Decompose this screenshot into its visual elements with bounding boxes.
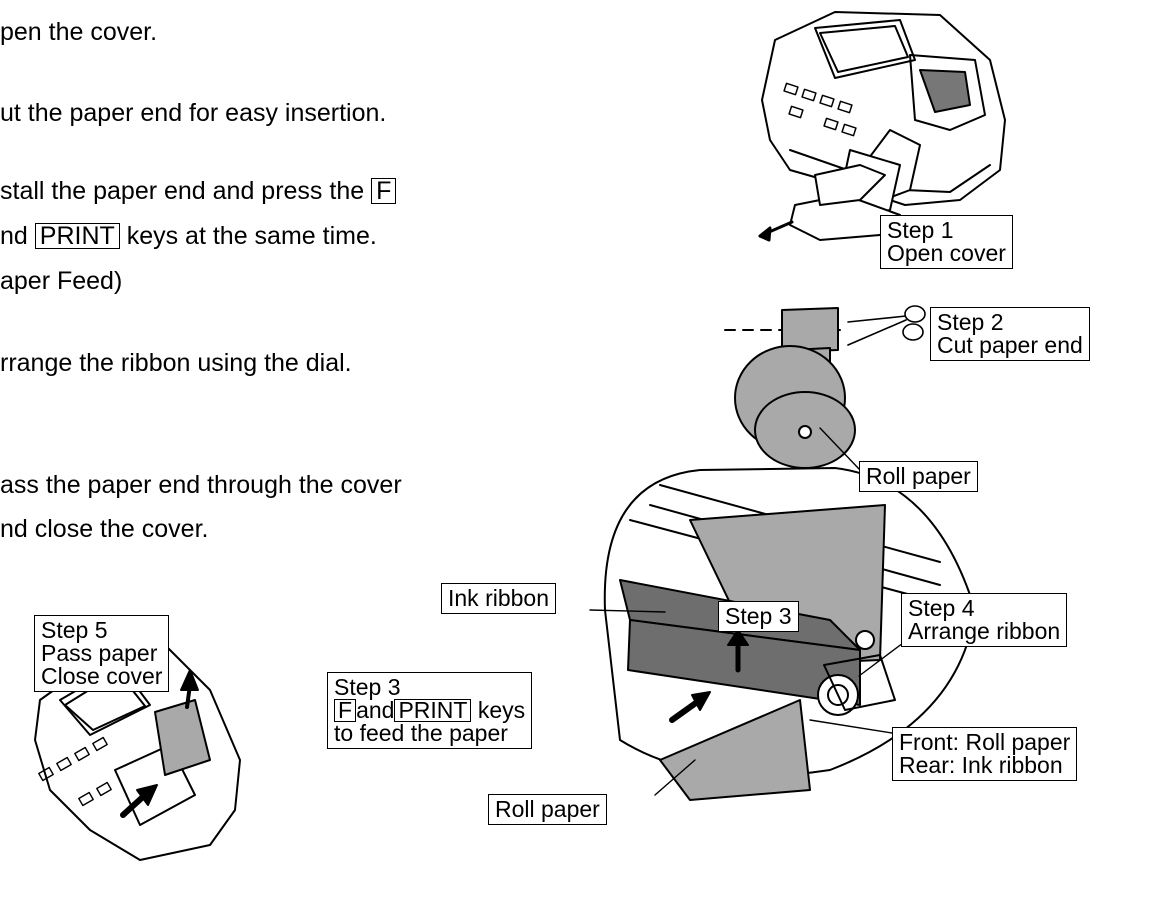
instruction-3-line-3: aper Feed) [0, 266, 122, 296]
rear-label: Rear: Ink ribbon [899, 752, 1063, 778]
instruction-1-text: pen the cover. [0, 18, 158, 46]
roll-paper-cut-illustration [724, 305, 926, 469]
arrow-insert-icon [120, 784, 158, 818]
instruction-5-line-1: ass the paper end through the cover [0, 470, 402, 500]
roll-paper-top-label: Roll paper [866, 463, 971, 489]
callout-step2: Step 2 Cut paper end [930, 307, 1090, 361]
step3-inner-label: Step 3 [725, 603, 792, 629]
step3-keys-desc: to feed the paper [334, 720, 508, 746]
callout-step3-inner: Step 3 [718, 601, 799, 632]
scissors-icon [847, 305, 926, 346]
scale-device-closed-illustration [34, 639, 241, 861]
step1-title: Step 1 [887, 217, 954, 243]
step2-desc: Cut paper end [937, 332, 1083, 358]
callout-step4: Step 4 Arrange ribbon [901, 593, 1068, 647]
arrow-up-icon-small [180, 669, 199, 709]
instruction-2: ut the paper end for easy insertion. [0, 98, 386, 128]
step5-desc-2: Close cover [41, 663, 163, 689]
instruction-5-text-a: ass the paper end through the cover [0, 471, 402, 499]
callout-roll-paper-top: Roll paper [859, 461, 978, 492]
instruction-3-line-1: stall the paper end and press the F [0, 176, 397, 206]
step3-and-text: and [356, 697, 395, 723]
step1-desc: Open cover [887, 240, 1006, 266]
roll-paper-bottom-label: Roll paper [495, 796, 600, 822]
step3-keys-text: keys [471, 697, 526, 723]
instruction-3-text-d: aper Feed) [0, 267, 123, 295]
instruction-4-text: rrange the ribbon using the dial. [0, 349, 352, 377]
step3-keys-title: Step 3 [334, 674, 401, 700]
instruction-5-text-b: nd close the cover. [0, 515, 209, 543]
instruction-3-text-a: stall the paper end and press the [0, 177, 372, 205]
f-key-label: F [371, 178, 397, 204]
instruction-3-line-2: nd PRINT keys at the same time. [0, 221, 377, 251]
callout-step5: Step 5 Pass paper Close cover [34, 615, 170, 692]
f-key-small: F [334, 699, 357, 722]
instruction-2-text: ut the paper end for easy insertion. [0, 99, 387, 127]
callout-roll-paper-bottom: Roll paper [488, 794, 607, 825]
arrow-feed-icon [669, 691, 711, 723]
front-label: Front: Roll paper [899, 729, 1071, 755]
step2-title: Step 2 [937, 309, 1004, 335]
print-key-label: PRINT [34, 223, 120, 249]
callout-front-rear: Front: Roll paper Rear: Ink ribbon [892, 727, 1078, 781]
instruction-1: pen the cover. [0, 17, 157, 47]
instruction-3-text-c: keys at the same time. [119, 222, 377, 250]
step4-desc: Arrange ribbon [908, 618, 1061, 644]
ink-ribbon-label: Ink ribbon [448, 585, 550, 611]
instruction-3-text-b: nd [0, 222, 35, 250]
scale-device-open-illustration [758, 11, 1006, 242]
step5-title: Step 5 [41, 617, 108, 643]
step5-desc-1: Pass paper [41, 640, 158, 666]
arrow-up-icon [727, 629, 749, 673]
step4-title: Step 4 [908, 595, 975, 621]
instruction-5-line-2: nd close the cover. [0, 514, 208, 544]
callout-step1: Step 1 Open cover [880, 215, 1013, 269]
callout-ink-ribbon: Ink ribbon [441, 583, 557, 614]
print-key-small: PRINT [394, 699, 472, 722]
instruction-4: rrange the ribbon using the dial. [0, 348, 352, 378]
